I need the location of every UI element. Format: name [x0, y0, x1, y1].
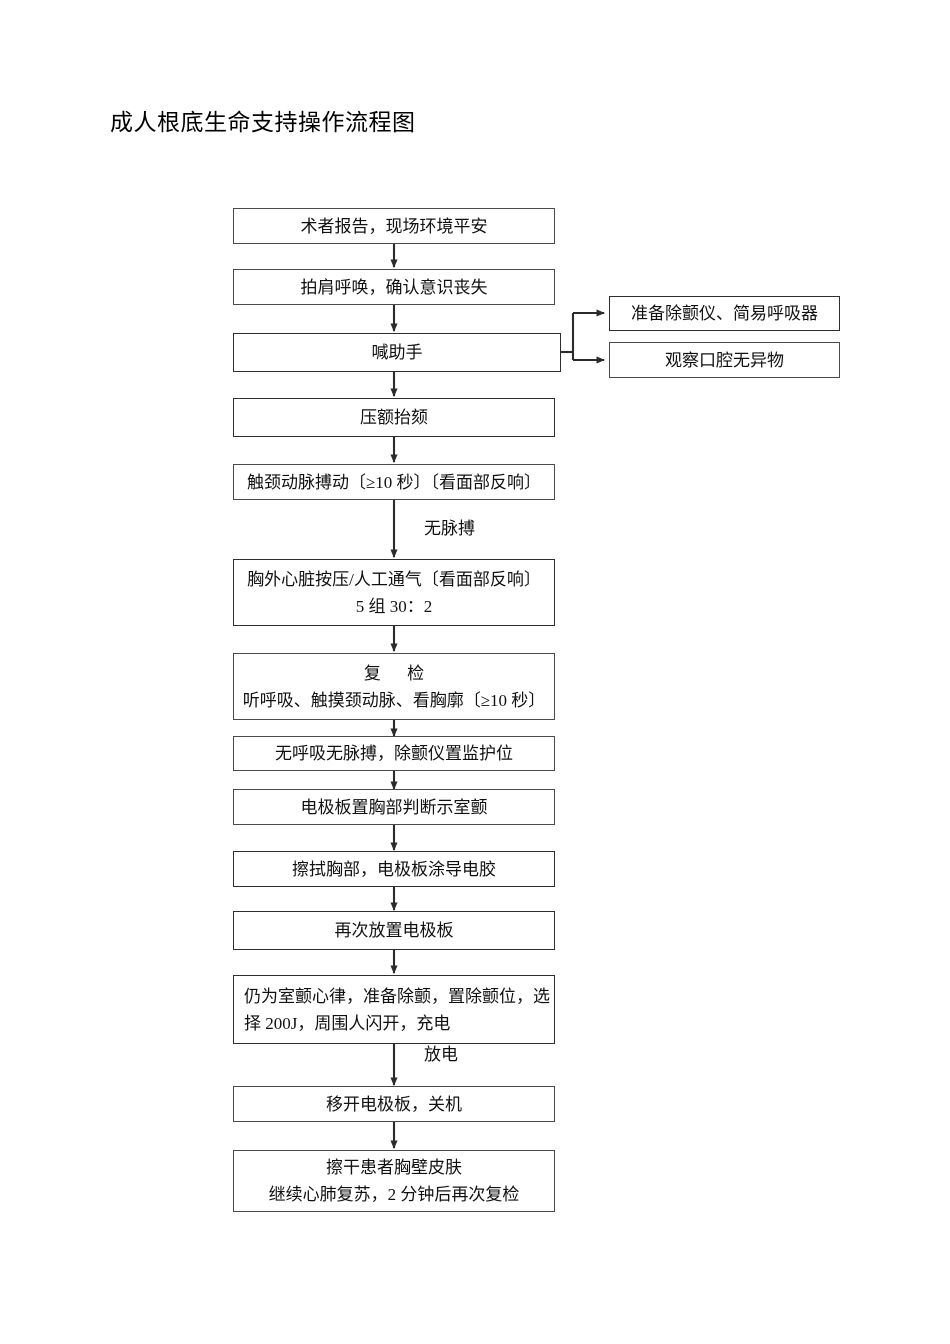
flow-node-charge-200j: 仍为室颤心律，准备除颤，置除颤位，选 择 200J，周围人闪开，充电 [233, 975, 555, 1044]
flow-node-wipe-chest-apply-gel: 擦拭胸部，电极板涂导电胶 [233, 851, 555, 887]
flow-node-prepare-defibrillator: 准备除颤仪、简易呼吸器 [609, 296, 840, 331]
page-title: 成人根底生命支持操作流程图 [110, 110, 416, 135]
flow-node-call-helper: 喊助手 [233, 333, 561, 372]
flow-node-remove-paddles-power-off: 移开电极板，关机 [233, 1086, 555, 1122]
flow-node-reposition-paddles: 再次放置电极板 [233, 911, 555, 950]
flow-node-paddles-diagnose-vf: 电极板置胸部判断示室颤 [233, 789, 555, 825]
flow-node-check-consciousness: 拍肩呼唤，确认意识丧失 [233, 269, 555, 305]
flow-node-recheck: 复 检 听呼吸、触摸颈动脉、看胸廓〔≥10 秒〕 [233, 653, 555, 720]
edge-label-no-pulse: 无脉搏 [424, 519, 475, 538]
edge-label-discharge: 放电 [424, 1045, 458, 1064]
flow-node-carotid-pulse-check: 触颈动脉搏动〔≥10 秒〕〔看面部反响〕 [233, 464, 555, 500]
flow-node-inspect-mouth: 观察口腔无异物 [609, 342, 840, 378]
flow-node-head-tilt-chin-lift: 压额抬颏 [233, 398, 555, 437]
flow-node-no-breath-no-pulse: 无呼吸无脉搏，除颤仪置监护位 [233, 736, 555, 771]
flow-node-compressions-ventilation: 胸外心脏按压/人工通气〔看面部反响〕 5 组 30：2 [233, 559, 555, 626]
flow-node-dry-skin-continue-cpr: 擦干患者胸壁皮肤 继续心肺复苏，2 分钟后再次复检 [233, 1150, 555, 1212]
flow-node-operator-report: 术者报告，现场环境平安 [233, 208, 555, 244]
